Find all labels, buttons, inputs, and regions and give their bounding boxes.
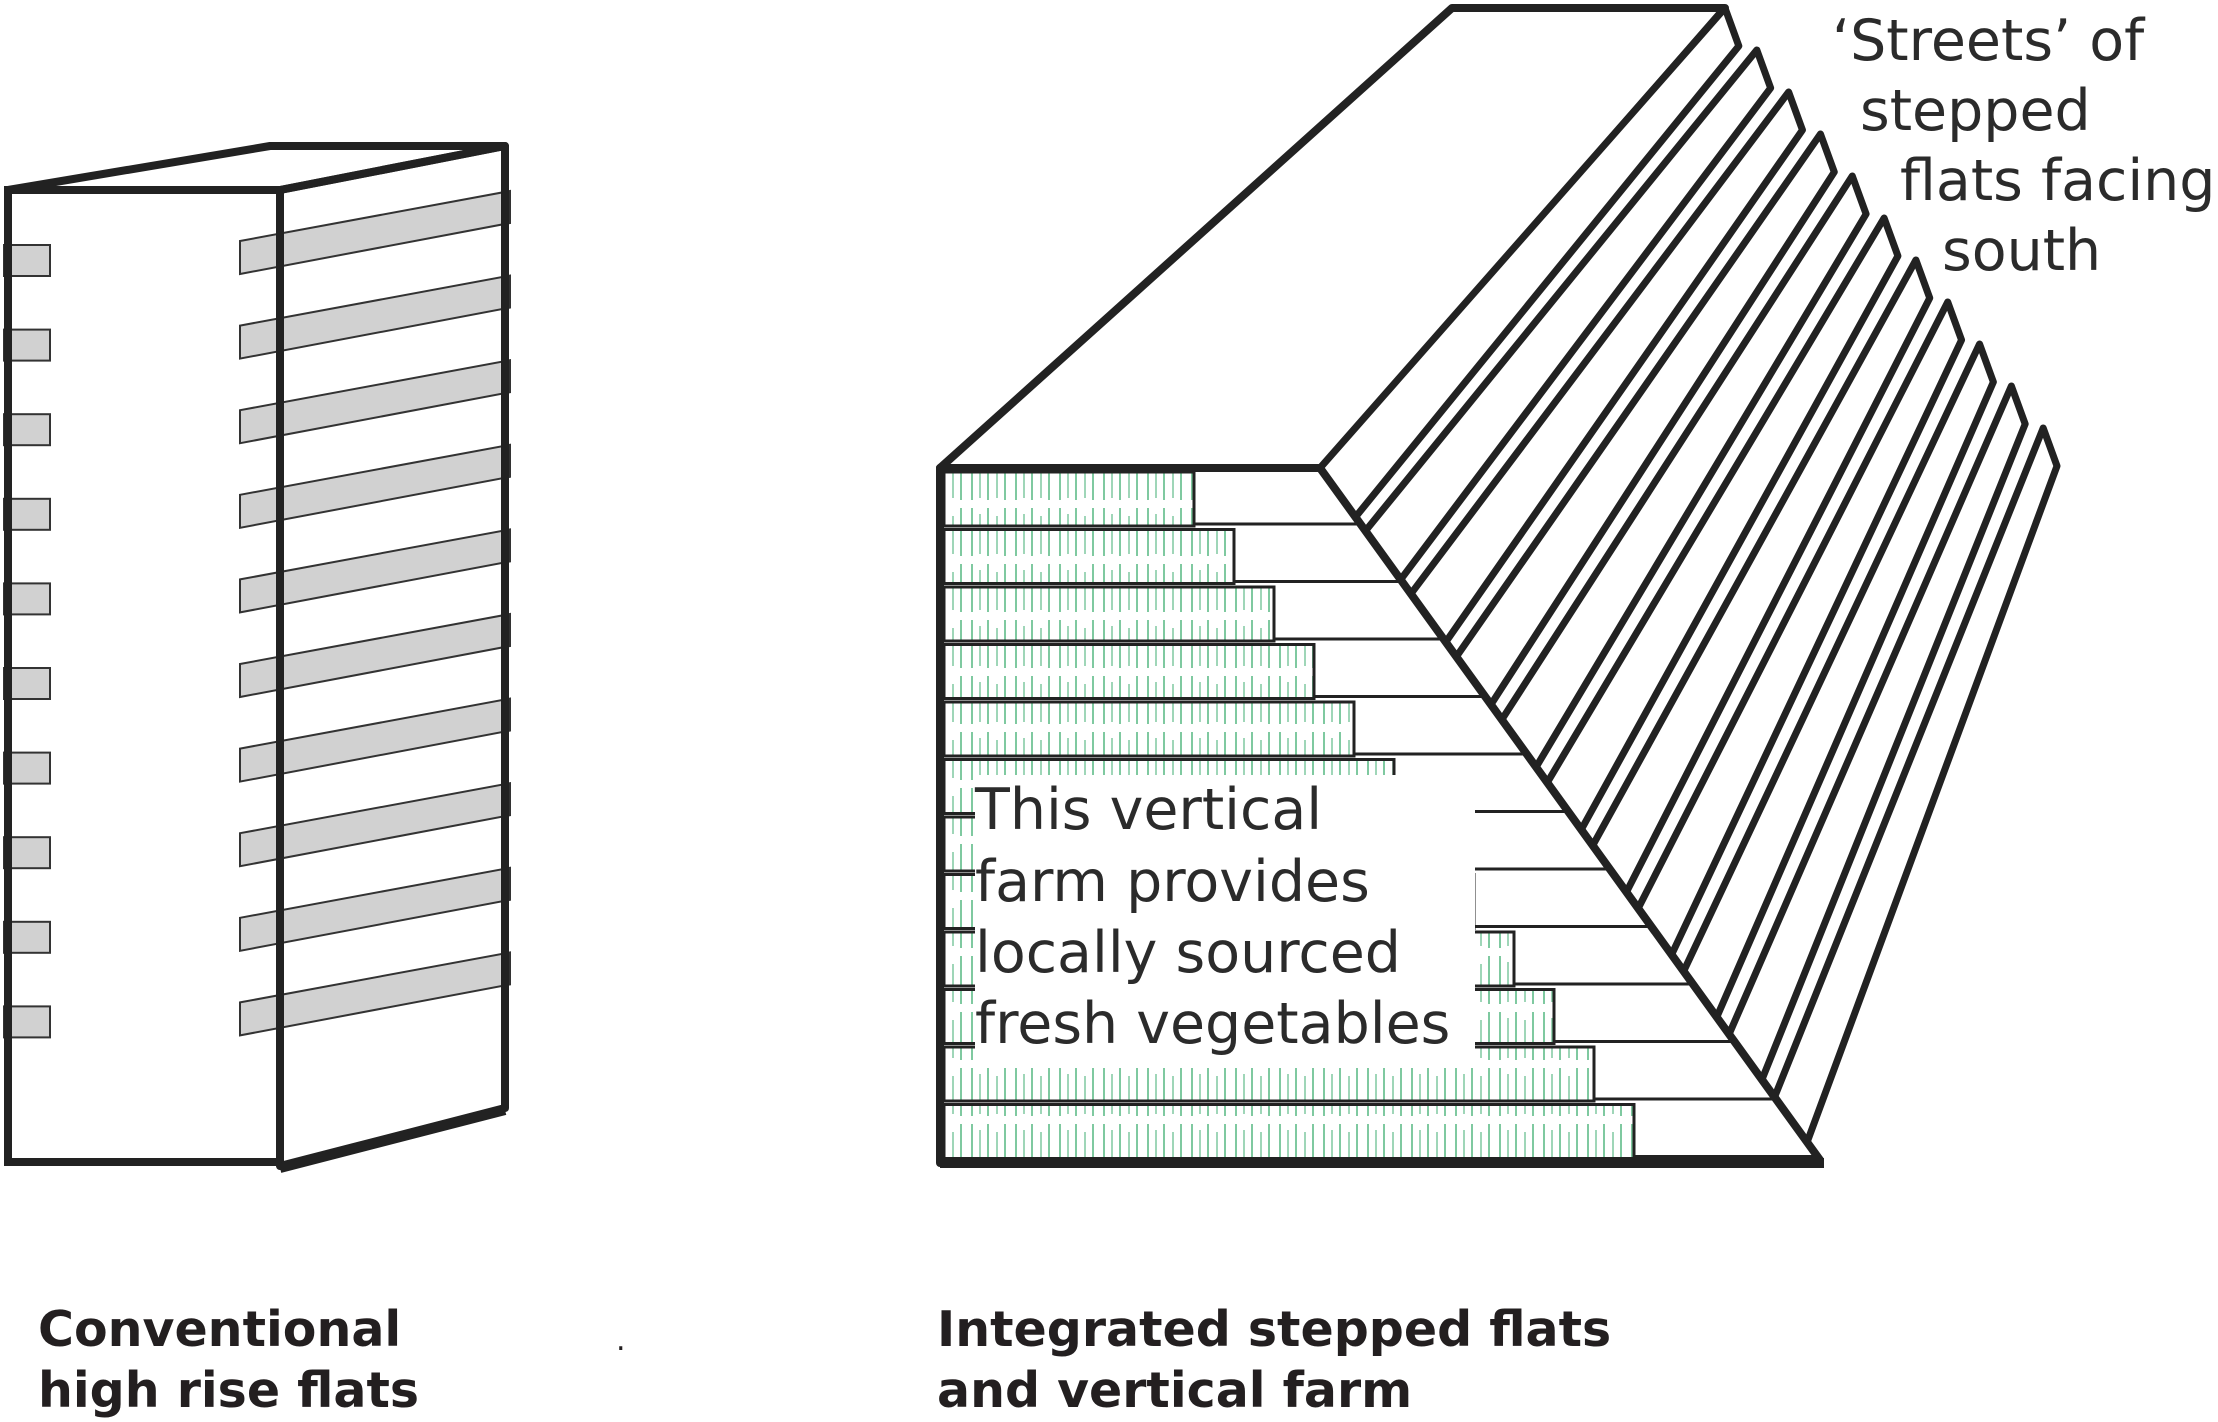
stepped-street-flats [1316, 4, 2061, 1160]
separator-dot: . [616, 1323, 626, 1358]
streets-annotation-line-1: ‘Streets’ of [1832, 8, 2145, 74]
farm-annotation-background [975, 775, 1475, 1062]
street-flat-edge [1573, 255, 1900, 843]
street-flat-edge [1437, 129, 1804, 654]
farm-terrace [942, 470, 1196, 528]
side-balcony [239, 358, 511, 445]
farm-terrace [942, 585, 1276, 643]
street-flat-edge [1618, 297, 1932, 906]
left-caption-line-2: high rise flats [38, 1362, 420, 1419]
side-balcony [239, 951, 511, 1037]
side-balcony [239, 781, 511, 868]
street-flat-edge [1482, 171, 1836, 717]
farm-annotation-line-2: farm provides [975, 849, 1370, 915]
farm-annotation: This vertical farm provides locally sour… [975, 775, 1475, 1062]
street-flat-edge [1527, 213, 1868, 780]
right-caption-line-1: Integrated stepped flats [937, 1301, 1612, 1358]
farm-terrace [942, 643, 1316, 700]
street-flat-edge [1755, 423, 2027, 1094]
side-balcony [239, 274, 511, 360]
base-line [278, 1105, 507, 1173]
farm-terrace [942, 1103, 1636, 1160]
side-balcony [239, 189, 511, 276]
farm-annotation-line-3: locally sourced [975, 920, 1401, 986]
street-flat-edge [1346, 45, 1740, 528]
side-balcony [239, 528, 511, 614]
side-balcony [239, 866, 511, 953]
left-caption-line-1: Conventional [38, 1301, 402, 1358]
farm-terrace [942, 528, 1236, 585]
farm-terrace [942, 700, 1356, 758]
side-balcony [239, 697, 511, 783]
streets-annotation-line-3: flats facing [1900, 148, 2216, 214]
side-balcony [239, 443, 511, 530]
roof-top [4, 142, 509, 194]
street-flat-edge [1391, 87, 1772, 591]
streets-annotation-line-4: south [1942, 218, 2102, 284]
farm-annotation-line-4: fresh vegetables [975, 991, 1451, 1057]
streets-annotation-line-2: stepped [1860, 78, 2091, 144]
right-caption-line-2: and vertical farm [937, 1362, 1413, 1419]
side-balcony [239, 612, 511, 699]
side-face [276, 142, 509, 1170]
street-flat-edge [1709, 381, 1995, 1031]
farm-annotation-line-1: This vertical [975, 777, 1323, 843]
side-balconies [239, 189, 511, 1037]
conventional-high-rise-building [3, 142, 511, 1173]
street-flat-edge [1800, 465, 2059, 1157]
street-flat-edge [1664, 339, 1963, 968]
